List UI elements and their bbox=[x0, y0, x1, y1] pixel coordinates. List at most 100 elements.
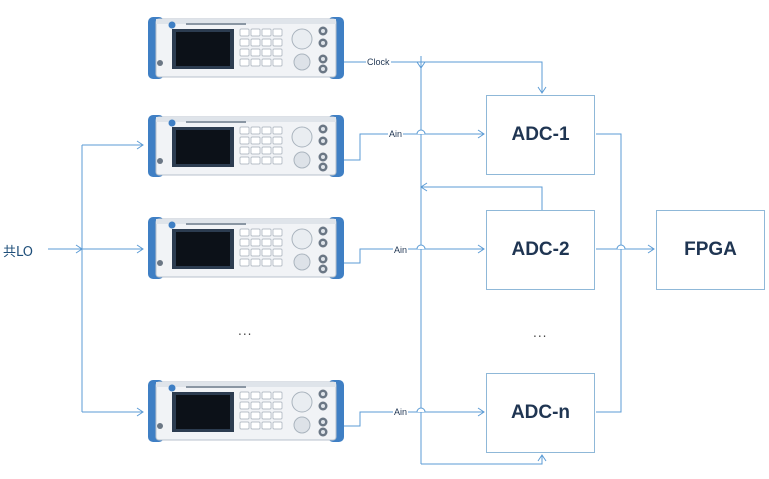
power-button bbox=[157, 260, 163, 266]
display-screen bbox=[176, 130, 230, 164]
model-text-mark bbox=[186, 386, 246, 388]
ain-line-1 bbox=[343, 133, 484, 161]
clock-bus-arrow-icon bbox=[416, 61, 426, 69]
clock-arrow-adc-n-icon bbox=[537, 454, 547, 462]
keypad-key bbox=[250, 126, 261, 135]
adc-output-bus-line bbox=[596, 133, 622, 413]
top-strip bbox=[156, 382, 336, 387]
adc-ellipsis: ... bbox=[533, 326, 548, 340]
keypad-key bbox=[261, 58, 272, 67]
keypad-key bbox=[250, 258, 261, 267]
power-button bbox=[157, 158, 163, 164]
keypad-key bbox=[261, 48, 272, 57]
adc-n-block: ADC-n bbox=[486, 373, 595, 453]
brand-logo-icon bbox=[168, 384, 176, 392]
keypad-key bbox=[272, 58, 283, 67]
display-screen bbox=[176, 395, 230, 429]
keypad-key bbox=[239, 258, 250, 267]
fpga-input-arrow-icon bbox=[647, 244, 655, 254]
crossing-hop-2 bbox=[416, 244, 426, 250]
lo-branch-arrow-icon bbox=[136, 244, 144, 254]
bnc-connector-core bbox=[321, 392, 325, 396]
ain-label-2: Ain bbox=[393, 245, 409, 256]
keypad-key bbox=[250, 156, 261, 165]
keypad-key bbox=[250, 48, 261, 57]
model-text-mark bbox=[186, 223, 246, 225]
keypad-key bbox=[239, 28, 250, 37]
crossing-hop-1 bbox=[416, 129, 426, 135]
keypad-key bbox=[272, 401, 283, 410]
bnc-connector-core bbox=[321, 127, 325, 131]
keypad-key bbox=[239, 411, 250, 420]
keypad-key bbox=[272, 258, 283, 267]
rotary-knob bbox=[291, 391, 313, 413]
keypad-key bbox=[250, 38, 261, 47]
keypad-key bbox=[239, 48, 250, 57]
bnc-connector-core bbox=[321, 139, 325, 143]
generator-3 bbox=[148, 217, 344, 279]
bnc-connector-core bbox=[321, 404, 325, 408]
lo-branch-arrow-icon bbox=[136, 407, 144, 417]
keypad-key bbox=[239, 228, 250, 237]
ain-label-1: Ain bbox=[388, 129, 404, 140]
brand-logo-icon bbox=[168, 21, 176, 29]
generator-1 bbox=[148, 17, 344, 79]
arrow-pad bbox=[293, 53, 311, 71]
bnc-connector-core bbox=[321, 420, 325, 424]
bnc-connector-core bbox=[321, 29, 325, 33]
generator-2 bbox=[148, 115, 344, 177]
keypad-key bbox=[239, 146, 250, 155]
keypad-key bbox=[272, 156, 283, 165]
ain-arrow-n-icon bbox=[477, 407, 485, 417]
arrow-pad bbox=[293, 253, 311, 271]
keypad-key bbox=[272, 126, 283, 135]
keypad-key bbox=[239, 136, 250, 145]
keypad-key bbox=[272, 28, 283, 37]
bnc-connector-core bbox=[321, 257, 325, 261]
clock-arrow-adc-2-icon bbox=[420, 182, 428, 192]
keypad-key bbox=[261, 38, 272, 47]
keypad-key bbox=[250, 136, 261, 145]
clock-line-adc-n bbox=[421, 455, 543, 465]
shared-lo-label: 共LO bbox=[3, 245, 34, 260]
bnc-connector-core bbox=[321, 229, 325, 233]
keypad-key bbox=[239, 421, 250, 430]
top-strip bbox=[156, 117, 336, 122]
keypad-key bbox=[250, 421, 261, 430]
keypad-key bbox=[239, 401, 250, 410]
keypad-key bbox=[250, 401, 261, 410]
brand-logo-icon bbox=[168, 119, 176, 127]
keypad-key bbox=[250, 391, 261, 400]
keypad-key bbox=[261, 136, 272, 145]
adc-2-block: ADC-2 bbox=[486, 210, 595, 290]
ain-arrow-2-icon bbox=[477, 244, 485, 254]
keypad-key bbox=[261, 411, 272, 420]
crossing-hop-n bbox=[416, 407, 426, 413]
keypad-key bbox=[250, 58, 261, 67]
ain-line-2 bbox=[343, 248, 484, 264]
bnc-connector-core bbox=[321, 57, 325, 61]
bnc-connector-core bbox=[321, 67, 325, 71]
keypad-key bbox=[261, 391, 272, 400]
rotary-knob bbox=[291, 126, 313, 148]
keypad-key bbox=[239, 238, 250, 247]
keypad-key bbox=[261, 156, 272, 165]
keypad-key bbox=[250, 248, 261, 257]
ain-line-n bbox=[343, 411, 484, 427]
bnc-connector-core bbox=[321, 430, 325, 434]
arrow-pad bbox=[293, 151, 311, 169]
keypad-key bbox=[261, 238, 272, 247]
keypad-key bbox=[261, 401, 272, 410]
keypad-key bbox=[239, 38, 250, 47]
keypad-key bbox=[272, 411, 283, 420]
fpga-block: FPGA bbox=[656, 210, 765, 290]
keypad-key bbox=[261, 248, 272, 257]
keypad-key bbox=[272, 38, 283, 47]
power-button bbox=[157, 423, 163, 429]
keypad-key bbox=[272, 136, 283, 145]
keypad-key bbox=[261, 258, 272, 267]
keypad-key bbox=[239, 391, 250, 400]
bnc-connector-core bbox=[321, 165, 325, 169]
